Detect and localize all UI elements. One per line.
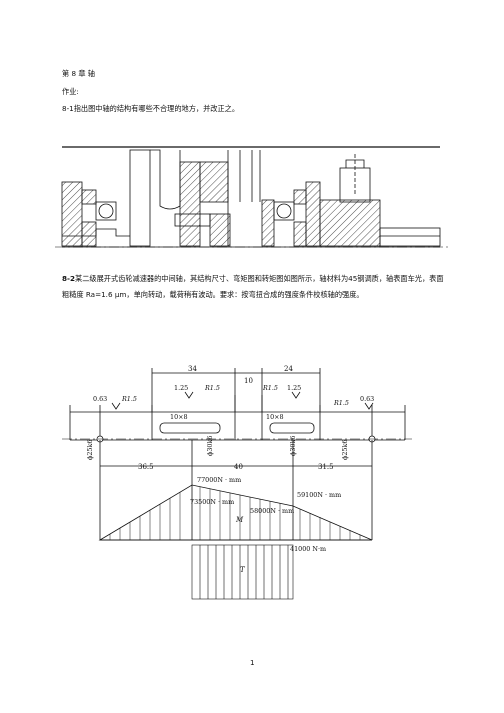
keyway-left: 10×8 [170, 413, 188, 421]
shaft-moment-figure: 34 10 24 0.63 1.25 1.25 0.63 R1.5 R1.5 R… [62, 365, 412, 600]
span-40: 40 [234, 463, 243, 471]
roughness-mid-right: 1.25 [287, 384, 301, 392]
problem-8-2: 8-2某二级展开式齿轮减速器的中间轴，其结构尺寸、弯矩图和转矩图如图所示，轴材料… [62, 271, 446, 303]
moment-58000: 58000N · mm [250, 507, 294, 515]
problem-8-1: 8-1指出图中轴的结构有哪些不合理的地方，并改正之。 [62, 104, 240, 113]
roughness-left: 0.63 [93, 395, 107, 403]
moment-73500: 73500N · mm [190, 498, 234, 506]
problem-8-2-text: 某二级展开式齿轮减速器的中间轴，其结构尺寸、弯矩图和转矩图如图所示，轴材料为45… [62, 274, 444, 299]
roughness-right: 0.63 [360, 395, 374, 403]
radius-3: R1.5 [262, 384, 278, 392]
page-number: 1 [250, 658, 255, 667]
span-31-5: 31.5 [318, 463, 334, 471]
homework-label: 作业: [62, 87, 79, 96]
roughness-mid-left: 1.25 [174, 384, 188, 392]
chapter-heading: 第 8 章 轴 [62, 69, 95, 78]
torque-symbol: T [240, 566, 246, 574]
diameter-1: ϕ25k6 [86, 440, 94, 460]
diameter-2: ϕ30k6 [206, 436, 214, 456]
moment-77000: 77000N · mm [197, 476, 241, 484]
radius-1: R1.5 [121, 395, 137, 403]
span-36-5: 36.5 [138, 463, 154, 471]
keyway-right: 10×8 [266, 413, 284, 421]
dim-10: 10 [244, 377, 253, 385]
problem-8-2-number: 8-2 [62, 274, 75, 283]
moment-symbol: M [235, 516, 244, 524]
torque-value: 41000 N·m [290, 545, 326, 553]
dim-34: 34 [188, 365, 197, 373]
shaft-structure-figure [55, 146, 450, 248]
diameter-4: ϕ25k6 [341, 440, 349, 460]
diameter-3: ϕ30k6 [289, 436, 297, 456]
moment-59100: 59100N · mm [297, 491, 341, 499]
dim-24: 24 [284, 365, 293, 373]
radius-4: R1.5 [333, 399, 349, 407]
radius-2: R1.5 [204, 384, 220, 392]
